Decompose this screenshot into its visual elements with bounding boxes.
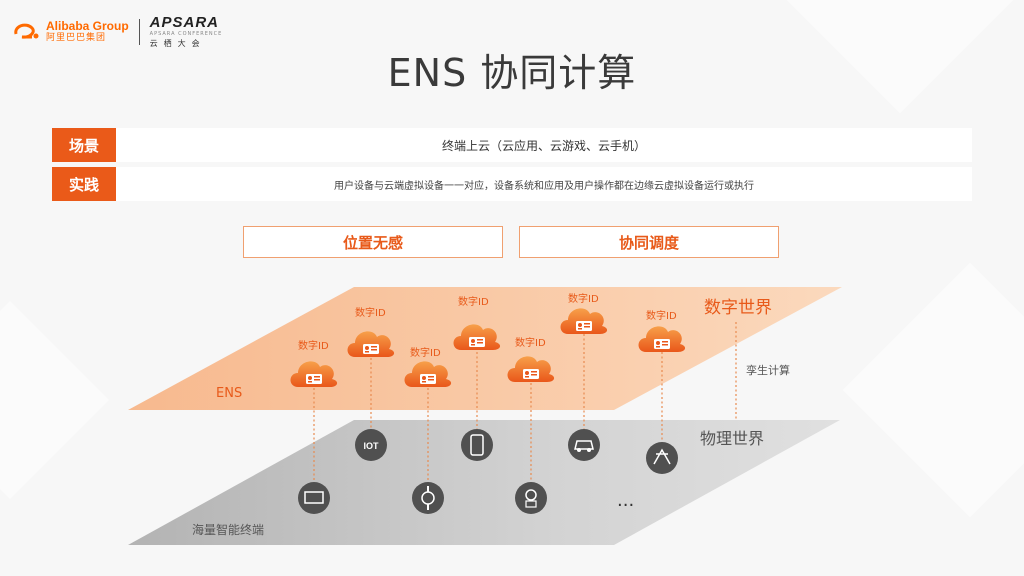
apsara-subtitle: APSARA CONFERENCE [149,31,223,37]
apsara-brand-cn: 云栖大会 [149,39,206,48]
digital-world-label: 数字世界 [704,298,772,318]
alibaba-brand: Alibaba Group [46,19,129,33]
digital-id-label: 数字ID [515,338,546,349]
scenario-row: 场景 终端上云（云应用、云游戏、云手机） [52,128,972,162]
page-title: ENS 协同计算 [387,51,637,95]
practice-text: 用户设备与云端虚拟设备一一对应，设备系统和应用及用户操作都在边缘云虚拟设备运行或… [334,180,754,192]
header-logos: Alibaba Group 阿里巴巴集团 APSARA APSARA CONFE… [12,14,222,49]
digital-id-label: 数字ID [568,294,599,305]
car-device-icon [568,429,600,461]
svg-text:IOT: IOT [364,441,380,451]
digital-id-label: 数字ID [458,297,489,308]
twin-connectors [313,322,737,495]
scenario-text: 终端上云（云应用、云游戏、云手机） [441,138,646,153]
physical-world-label: 物理世界 [700,429,765,448]
digital-id-label: 数字ID [298,341,329,352]
drone-device-icon [646,442,678,474]
practice-label: 实践 [52,167,116,201]
twin-computing-label: 孪生计算 [746,364,790,377]
apsara-brand: APSARA [149,14,220,31]
alibaba-brand-cn: 阿里巴巴集团 [46,33,107,43]
iot-device-icon: IOT [355,429,387,461]
feature-location-agnostic: 位置无感 [243,226,503,258]
more-devices-ellipsis: ... [617,490,635,511]
terminals-label: 海量智能终端 [192,523,265,537]
digital-id-label: 数字ID [410,348,441,359]
logo-divider [138,18,140,45]
digital-id-label: 数字ID [646,311,677,322]
phone-device-icon [461,429,493,461]
robot-device-icon [515,482,547,514]
alibaba-logo-icon [12,20,42,44]
feature-coordinated-scheduling: 协同调度 [519,226,779,258]
tv-device-icon [298,482,330,514]
ens-label: ENS [216,386,243,401]
practice-row: 实践 用户设备与云端虚拟设备一一对应，设备系统和应用及用户操作都在边缘云虚拟设备… [52,167,972,201]
digital-id-label: 数字ID [355,308,386,319]
scenario-label: 场景 [52,128,116,162]
watch-device-icon [412,482,444,514]
